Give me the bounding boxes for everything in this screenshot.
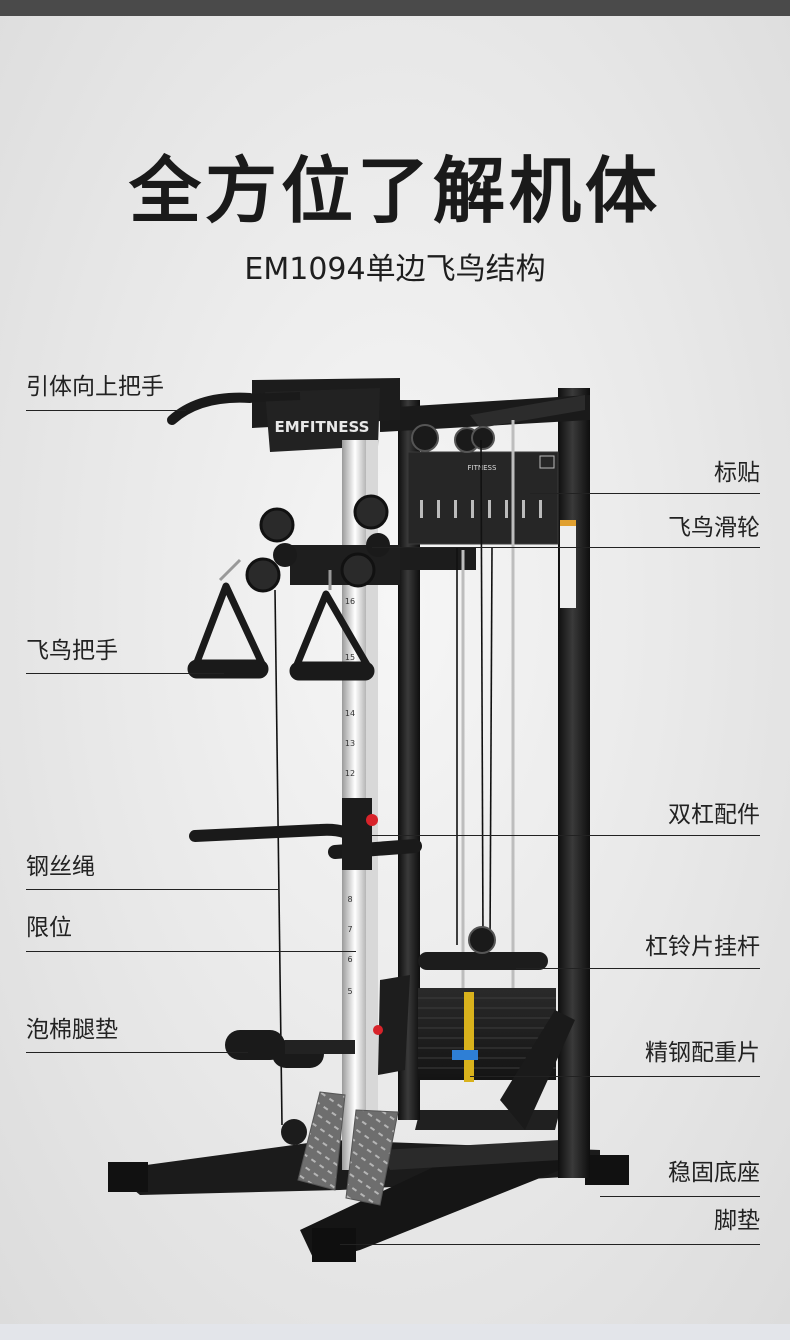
page-subtitle: EM1094单边飞鸟结构: [244, 252, 546, 287]
label-fly-handle: 飞鸟把手: [26, 638, 118, 664]
svg-text:8: 8: [347, 895, 352, 904]
svg-text:13: 13: [345, 739, 355, 748]
leader-line: [26, 1052, 248, 1053]
fly-pulley-art: [245, 494, 476, 593]
front-upright: [398, 400, 420, 1120]
plate-holder-art: [418, 952, 548, 970]
fly-handle-art: [187, 558, 375, 681]
label-steel-cable: 钢丝绳: [26, 854, 95, 880]
leader-line: [530, 493, 760, 494]
label-dip-bar: 双杠配件: [668, 802, 760, 828]
label-stable-base: 稳固底座: [668, 1160, 760, 1186]
page-title: 全方位了解机体: [128, 149, 661, 233]
leader-line: [26, 673, 224, 674]
leader-line: [26, 951, 356, 952]
label-foot-pad: 脚垫: [714, 1208, 760, 1234]
label-sticker: 标贴: [714, 460, 760, 486]
placard-brand-text: FITNESS: [468, 464, 497, 472]
foot-tread-art: [297, 1091, 399, 1206]
frame-logo-text: EMFITNESS: [275, 418, 370, 436]
svg-text:12: 12: [345, 769, 355, 778]
leader-line: [372, 547, 760, 548]
label-fly-pulley: 飞鸟滑轮: [668, 515, 760, 541]
label-foam-pad: 泡棉腿垫: [26, 1017, 118, 1043]
svg-text:16: 16: [345, 597, 355, 606]
product-panel: [0, 16, 790, 1324]
top-bar: [0, 0, 790, 16]
label-pullup-handle: 引体向上把手: [26, 374, 164, 400]
label-plate-holder: 杠铃片挂杆: [645, 934, 760, 960]
leader-line: [26, 410, 186, 411]
leader-line: [516, 968, 760, 969]
svg-text:14: 14: [345, 709, 355, 718]
bottom-strip: [0, 1324, 790, 1340]
leader-line: [600, 1196, 760, 1197]
pullup-handle-art: EMFITNESS: [167, 378, 400, 452]
label-limit-stop: 限位: [26, 915, 72, 941]
leader-line: [470, 1076, 760, 1077]
leader-line: [26, 889, 278, 890]
svg-text:15: 15: [345, 653, 355, 662]
svg-text:7: 7: [347, 925, 352, 934]
leader-line: [340, 1244, 760, 1245]
warning-label: [560, 520, 576, 608]
leader-line: [372, 835, 760, 836]
svg-text:5: 5: [347, 987, 352, 996]
svg-text:6: 6: [347, 955, 352, 964]
label-weight-stack: 精钢配重片: [645, 1040, 760, 1066]
rear-upright: [558, 388, 590, 1178]
dip-bar-art: [189, 798, 422, 870]
sticker-placard: FITNESS: [407, 451, 559, 545]
